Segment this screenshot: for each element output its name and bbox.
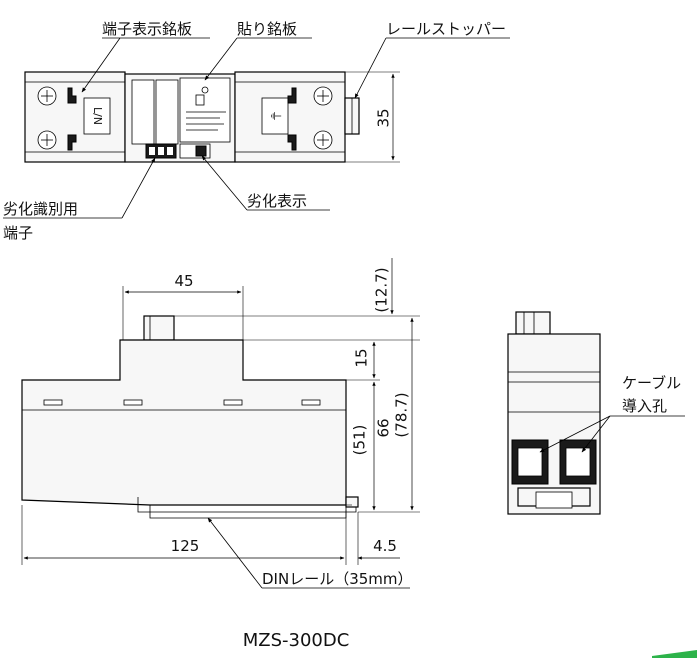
spd-side-label <box>131 79 155 145</box>
device-end-body <box>507 333 601 515</box>
dim-66: 66 <box>375 418 393 437</box>
end-latch <box>515 311 551 335</box>
terminal-slot-icon <box>287 87 297 104</box>
label-terminal-plate: 端子表示銘板 <box>102 20 192 38</box>
dim-45: 45 <box>174 272 193 290</box>
label-degradation-terminal-2: 端子 <box>3 224 33 242</box>
model-name: MZS-300DC <box>243 630 350 651</box>
end-view: ケーブル 導入孔 <box>507 311 685 515</box>
label-degradation-indicator: 劣化表示 <box>247 192 307 210</box>
label-rail-stopper: レールストッパー <box>386 20 506 38</box>
terminal-slot-icon <box>287 134 297 151</box>
dim-35: 35 <box>375 108 393 127</box>
left-terminal-mark: L/N <box>91 107 104 125</box>
dim-15: 15 <box>353 348 371 367</box>
dim-12-7: (12.7) <box>373 267 391 312</box>
right-terminal-plate <box>261 97 289 135</box>
label-cable-hole-1: ケーブル <box>622 374 681 392</box>
device-side-body <box>21 339 347 506</box>
decorative-swoosh <box>652 650 697 658</box>
label-degradation-terminal-1: 劣化識別用 <box>3 200 78 218</box>
label-cable-hole-2: 導入孔 <box>622 397 667 415</box>
dim-51: (51) <box>351 425 369 456</box>
top-view: L/N ⏚ 35 <box>3 20 510 242</box>
label-name-plate: 貼り銘板 <box>237 20 297 38</box>
name-plate <box>179 77 231 143</box>
top-latch <box>143 315 175 341</box>
right-terminal-block <box>234 71 346 163</box>
terminal-slot-icon <box>67 134 77 151</box>
left-terminal-plate <box>83 97 111 135</box>
dim-125: 125 <box>171 537 200 555</box>
dim-78-7: (78.7) <box>393 392 411 437</box>
terminal-slot-icon <box>67 87 77 104</box>
side-view: 45 (12.7) 15 66 (78.7) (51) 125 4.5 DINレ… <box>21 258 420 589</box>
right-terminal-mark: ⏚ <box>269 110 283 122</box>
dim-4-5: 4.5 <box>373 537 397 555</box>
label-din-rail: DINレール（35mm） <box>262 570 413 588</box>
